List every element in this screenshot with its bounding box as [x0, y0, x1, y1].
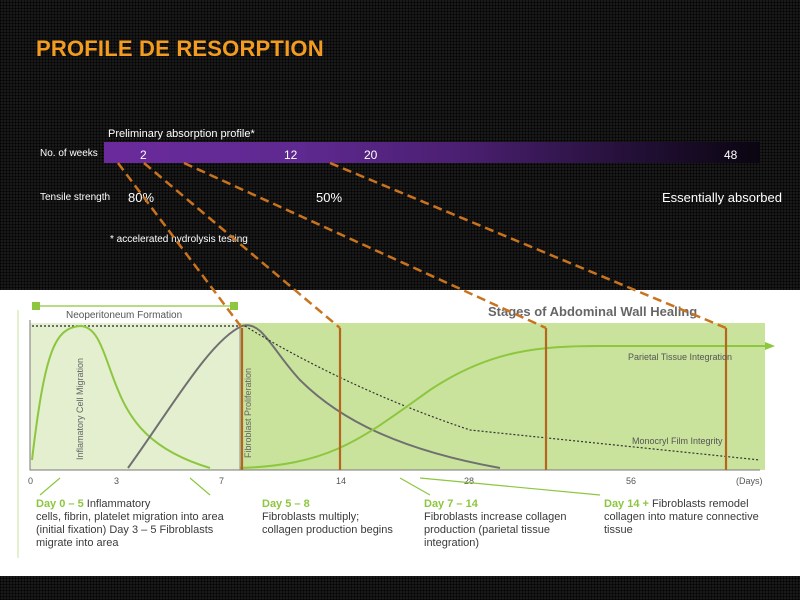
stage-arrows: [39, 477, 601, 496]
monocryl-label: Monocryl Film Integrity: [632, 436, 723, 446]
week-48: 48: [724, 148, 738, 162]
connector-week20: [183, 161, 547, 330]
tensile-absorbed: Essentially absorbed: [662, 190, 782, 205]
stage-0-5-text: cells, fibrin, platelet migration into a…: [36, 511, 224, 549]
stage-14-plus-day: Day 14 +: [604, 498, 649, 510]
tick-3: 3: [114, 476, 119, 486]
tensile-50: 50%: [316, 190, 343, 205]
stage-7-14-day: Day 7 – 14: [424, 498, 478, 510]
parietal-curve: [239, 345, 765, 469]
parietal-label: Parietal Tissue Integration: [628, 352, 732, 362]
fibroblast-label: Fibroblast Proliferation: [243, 368, 253, 458]
stage-0-5-inline: Inflammatory: [83, 498, 151, 510]
fibroblast-curve: [127, 324, 501, 469]
tick-7: 7: [219, 476, 224, 486]
neo-end-marker: [230, 302, 238, 310]
connector-week2: [117, 162, 243, 329]
healing-diagram: Neoperitoneum Formation Stages of Abdomi…: [17, 302, 775, 558]
stage-14-plus-text: collagen into mature connective tissue: [604, 511, 759, 536]
stage-14-plus: Day 14 + Fibroblasts remodel collagen in…: [604, 498, 784, 537]
healing-title: Stages of Abdominal Wall Healing: [488, 304, 697, 319]
week-2: 2: [140, 148, 147, 162]
tensile-label: Tensile strength: [40, 192, 111, 203]
page-title: PROFILE DE RESORPTION: [36, 36, 324, 61]
footnote: * accelerated hydrolysis testing: [110, 234, 248, 245]
tick-days: (Days): [736, 476, 763, 486]
week-20: 20: [364, 148, 378, 162]
phase-early-region: [30, 323, 240, 470]
tick-28: 28: [464, 476, 474, 486]
stage-5-8-day: Day 5 – 8: [262, 498, 310, 510]
weeks-label: No. of weeks: [40, 148, 98, 159]
healing-panel: Neoperitoneum Formation Stages of Abdomi…: [0, 290, 800, 576]
stage-7-14: Day 7 – 14 Fibroblasts increase collagen…: [424, 498, 584, 550]
connector-week48: [329, 161, 727, 330]
x-axis: [29, 320, 760, 471]
neo-start-marker: [32, 302, 40, 310]
parietal-arrow: [765, 342, 775, 350]
tick-14: 14: [336, 476, 346, 486]
inflammatory-label: Inflamatory Cell Migration: [75, 358, 85, 460]
stage-7-14-text: Fibroblasts increase collagen production…: [424, 511, 567, 549]
stage-5-8-text: Fibroblasts multiply; collagen productio…: [262, 511, 393, 536]
connector-week12: [143, 162, 341, 329]
week-12: 12: [284, 148, 298, 162]
stage-0-5: Day 0 – 5 Inflammatory cells, fibrin, pl…: [36, 498, 236, 550]
absorption-bar: [104, 142, 760, 163]
tick-56: 56: [626, 476, 636, 486]
stage-5-8: Day 5 – 8 Fibroblasts multiply; collagen…: [262, 498, 402, 537]
stage-14-plus-inline: Fibroblasts remodel: [648, 498, 749, 510]
monocryl-curve: [244, 325, 761, 461]
stage-0-5-day: Day 0 – 5: [36, 498, 84, 510]
absorption-caption: Preliminary absorption profile*: [108, 128, 255, 140]
inflammatory-curve: [31, 324, 211, 469]
phase-late-region: [240, 323, 765, 470]
tick-0: 0: [28, 476, 33, 486]
neo-label: Neoperitoneum Formation: [66, 310, 182, 321]
